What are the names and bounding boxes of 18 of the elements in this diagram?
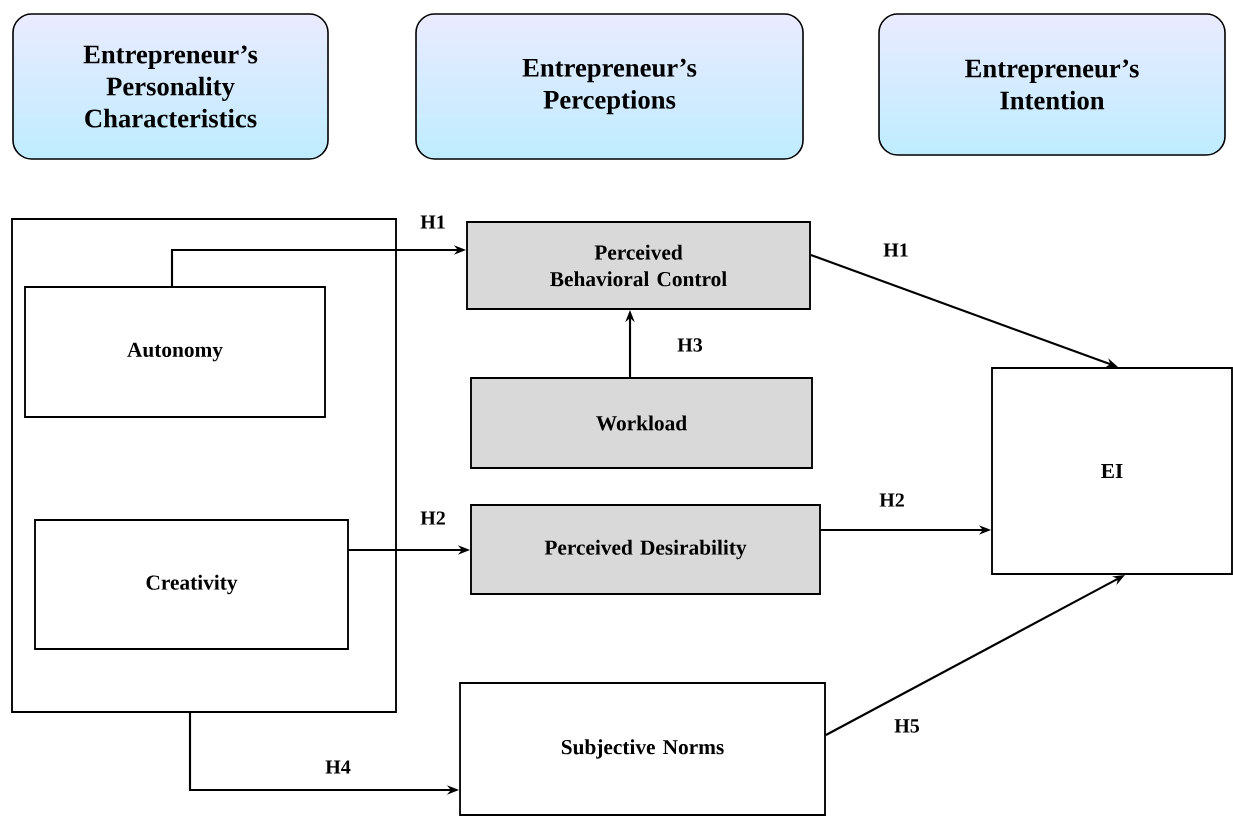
edge-label: H5 [892,718,922,734]
process-box: Subjective Norms [459,682,826,816]
header-box: Entrepreneur’s Personality Characteristics [12,13,329,160]
process-box: Autonomy [24,286,326,418]
edge-label: H2 [877,492,907,508]
header-box: Entrepreneur’s Perceptions [415,13,804,160]
process-box: Creativity [34,519,349,650]
edge-label: H4 [323,759,353,775]
process-box: Workload [470,377,813,469]
process-box: EI [991,367,1233,575]
process-box: Perceived Behavioral Control [466,221,811,310]
edge-label: H2 [418,510,448,526]
header-box: Entrepreneur’s Intention [878,13,1226,156]
edge-label: H1 [881,242,911,258]
process-box: Perceived Desirability [470,504,821,595]
edge-label: H3 [675,336,705,354]
group-box [11,218,397,713]
edge-label: H1 [418,214,448,230]
